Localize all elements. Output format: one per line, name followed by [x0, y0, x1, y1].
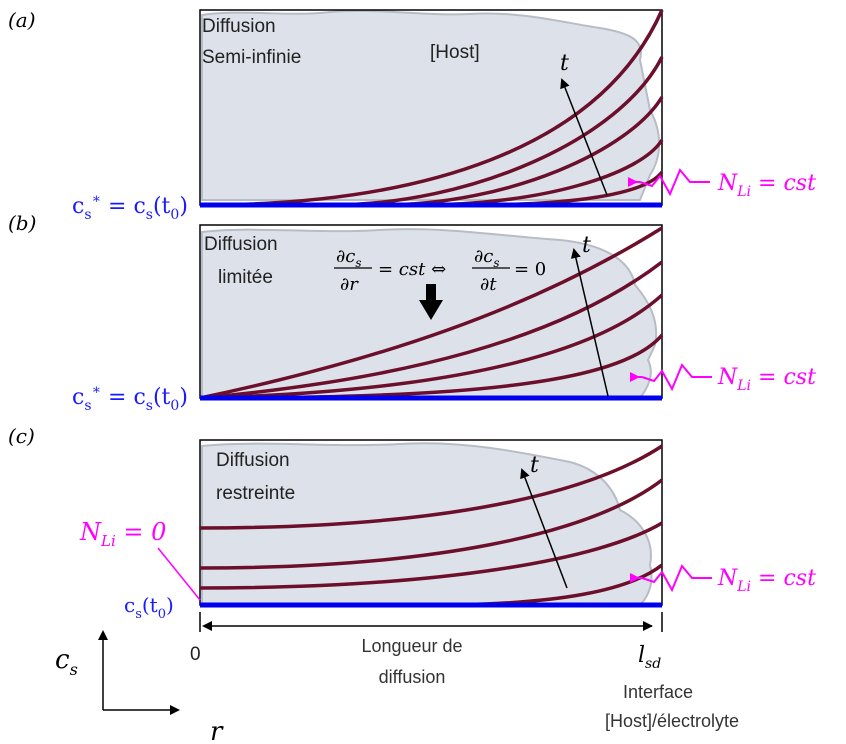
title-c-line1: Diffusion: [216, 450, 290, 471]
title-b-line1: Diffusion: [204, 234, 278, 255]
concentration-curve-c3: [199, 521, 663, 590]
left-flux-leader-c: [157, 547, 201, 601]
down-arrow-b: [419, 284, 443, 320]
flux-a: NLi = cst: [628, 168, 816, 200]
flux-label-a: NLi = cst: [717, 171, 816, 200]
left-flux-label-c: NLi = 0: [79, 518, 166, 550]
concentration-curve-a3: [379, 96, 664, 207]
svg-text:∂t: ∂t: [480, 274, 497, 295]
time-label-c: t: [530, 453, 539, 478]
title-b-line2: limitée: [218, 267, 273, 288]
length-label-line1: Longueur de: [361, 636, 462, 656]
panel-c-tag: (c): [8, 424, 35, 448]
y-axis-label: cs: [55, 645, 78, 679]
equation-b: ∂cs ∂r = cst ⇔ ∂cs ∂t = 0: [334, 246, 546, 295]
concentration-curve-b3: [199, 293, 664, 400]
time-arrow-c: [520, 468, 568, 589]
time-arrow-b: [570, 248, 609, 397]
time-label-b: t: [582, 233, 591, 258]
svg-text:∂r: ∂r: [340, 274, 359, 295]
panel-b: (b) Diffusion limitée ∂cs ∂r = cst ⇔ ∂cs…: [8, 211, 816, 414]
concentration-curve-b2: [199, 260, 664, 400]
left-cond-b: cs∗ = cs(t0): [72, 382, 188, 414]
concentration-curve-c2: [199, 478, 664, 570]
panel-c: (c) Diffusion restreinte t cs(t0) NLi = …: [8, 424, 816, 622]
flux-b: NLi = cst: [630, 363, 816, 394]
concentration-curve-a1: [199, 9, 664, 207]
concentration-curve-c1: [199, 444, 663, 530]
length-indicator: 0 lsd Longueur de diffusion Interface [H…: [190, 612, 739, 731]
host-label: [Host]: [430, 42, 480, 63]
left-condition-a: cs∗ = cs(t0): [72, 191, 188, 223]
left-cond-c: cs(t0): [124, 593, 174, 622]
panel-b-tag: (b): [8, 211, 36, 235]
time-label-a: t: [560, 51, 569, 76]
interface-label-line1: Interface: [623, 682, 693, 702]
title-a-line2: Semi-infinie: [202, 47, 301, 68]
concentration-curve-b1: [199, 226, 663, 400]
interface-label-line2: [Host]/électrolyte: [605, 711, 739, 731]
time-arrow-a: [560, 78, 608, 196]
panel-a: (a) Diffusion Semi-infinie [Host] t cs∗ …: [8, 8, 816, 223]
title-a-line1: Diffusion: [202, 16, 276, 37]
svg-text:= cst ⇔: = cst ⇔: [378, 259, 446, 280]
flux-zigzag-a: [639, 168, 710, 197]
svg-text:= 0: = 0: [514, 259, 546, 280]
left-cond-a: cs∗ = cs(t0): [72, 191, 188, 223]
concentration-curve-a2: [329, 56, 664, 207]
flux-c: NLi = cst: [630, 564, 816, 595]
origin-label: 0: [190, 644, 201, 665]
title-c-line2: restreinte: [216, 483, 295, 504]
flux-label-c: NLi = cst: [717, 566, 816, 595]
length-label-line2: diffusion: [379, 667, 446, 687]
panel-a-tag: (a): [8, 8, 36, 32]
end-label: lsd: [638, 643, 661, 672]
host-particle-a: [201, 9, 661, 201]
x-axis-label: r: [210, 717, 224, 744]
flux-label-b: NLi = cst: [717, 365, 816, 394]
